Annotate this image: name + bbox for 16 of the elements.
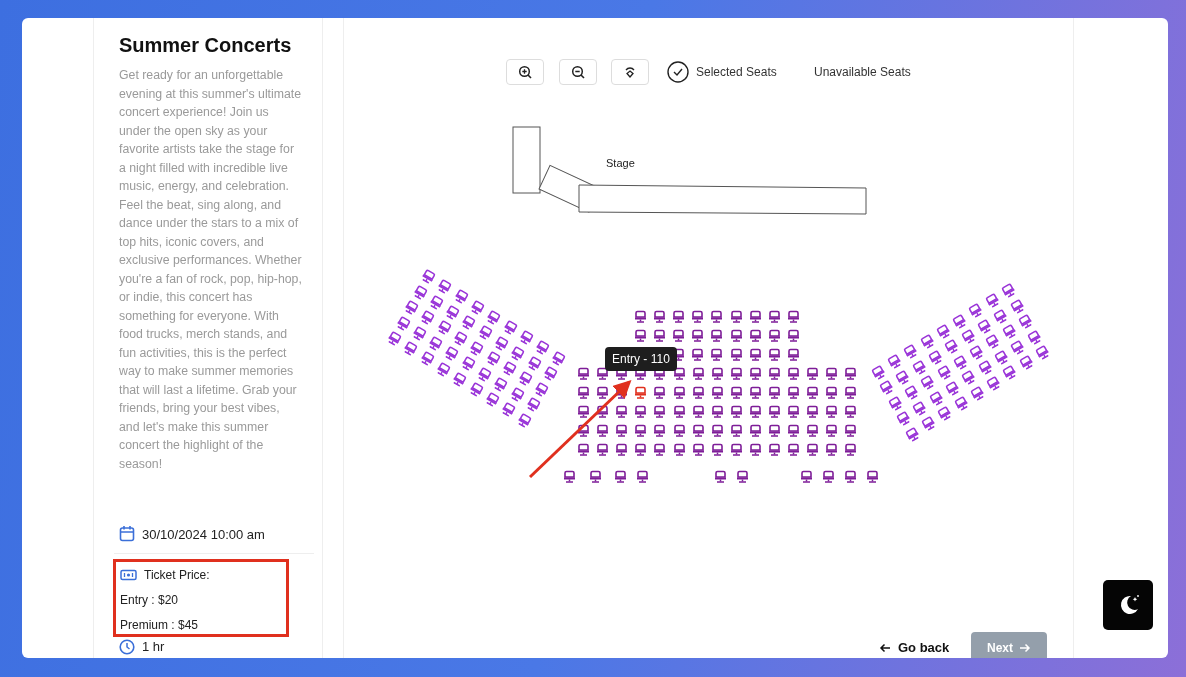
page-title: Summer Concerts (119, 34, 292, 57)
legend-text: Unavailable Seats (814, 65, 911, 79)
description-text: Get ready for an unforgettable evening at this summer's ultimate concert experience! Join us under the open sky as your favorite artists take the stage for a night filled with incredible live music, energy, and celebration. Feel the beat, sing along, and dance under the stars to a mix of top hits, iconic covers, and exclusive performances. Whether you're a fan of rock, pop, hip-hop, or indie, this concert has something for everyone. With food trucks, merch stands, and fun activities, this is the perfect way to make summer memories that will last a lifetime. Grab your friends, bring your best vibes, and let's make this summer concert the highlight of the season! (119, 67, 303, 473)
arrow (528, 379, 632, 479)
legend-text: Selected Seats (696, 65, 777, 79)
next-button: Next (971, 632, 1047, 658)
highlight-box (113, 559, 289, 637)
back-link: Go back (898, 640, 950, 655)
price-text: Premium : $45 (120, 618, 199, 632)
price-text: Entry : $20 (120, 593, 179, 607)
duration-text: 1 hr (142, 639, 165, 655)
seat-icon (634, 386, 648, 399)
price-heading: Ticket Price: (144, 568, 210, 582)
tooltip: Entry - 110 (605, 347, 677, 371)
stage-label: Stage (606, 157, 635, 169)
date-time-text: 30/10/2024 10:00 am (142, 527, 265, 542)
